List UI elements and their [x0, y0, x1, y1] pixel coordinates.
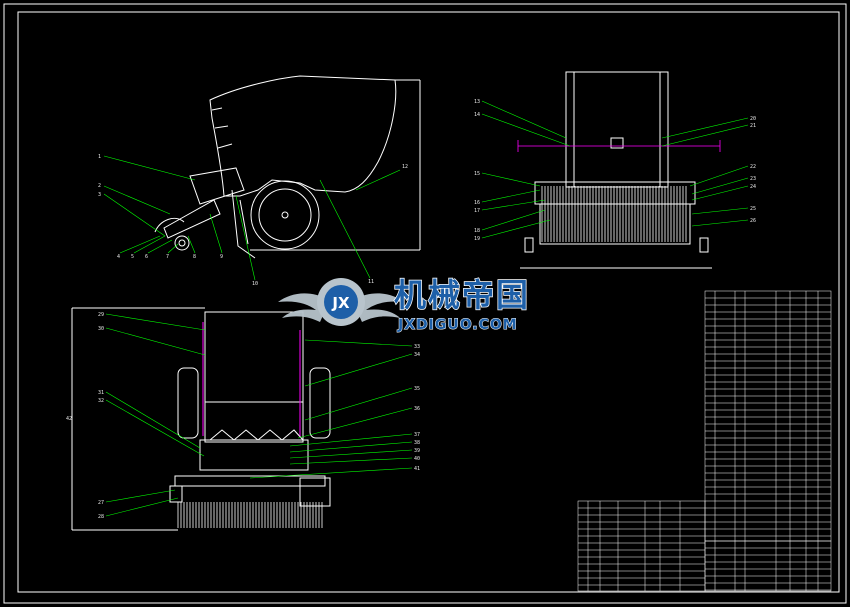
callout-36: 36: [414, 406, 420, 412]
callout-15: 15: [474, 171, 480, 177]
callout-32: 32: [98, 398, 104, 404]
rear-view-callouts: 13 14 15 16 17 18 19 20 21 22 23 24 25 2…: [474, 99, 756, 242]
callout-1: 1: [98, 154, 101, 160]
callout-3: 3: [98, 192, 101, 198]
gear-icon: JX: [317, 278, 365, 326]
callout-34: 34: [414, 352, 420, 358]
callout-27: 27: [98, 500, 104, 506]
top-view-callouts: 27 28 29 30 31 32 33 34 35 36 37 38 39 4…: [66, 312, 420, 520]
callout-42: 42: [66, 416, 72, 422]
callout-26: 26: [750, 218, 756, 224]
callout-11: 11: [368, 279, 374, 285]
rear-view-dimension: [517, 140, 721, 152]
callout-30: 30: [98, 326, 104, 332]
callout-2: 2: [98, 183, 101, 189]
callout-7: 7: [166, 254, 169, 260]
rear-view-tines: [541, 186, 687, 242]
watermark-logo: JX 机械帝国 JXDIGUO.COM: [278, 275, 530, 334]
callout-25: 25: [750, 206, 756, 212]
callout-16: 16: [474, 200, 480, 206]
top-view-tines: [177, 502, 323, 528]
top-view-magenta: [202, 322, 301, 436]
callout-31: 31: [98, 390, 104, 396]
callout-38: 38: [414, 440, 420, 446]
callout-28: 28: [98, 514, 104, 520]
callout-33: 33: [414, 344, 420, 350]
callout-12: 12: [402, 164, 408, 170]
title-block: [577, 500, 706, 592]
callout-39: 39: [414, 448, 420, 454]
callout-6: 6: [145, 254, 148, 260]
callout-35: 35: [414, 386, 420, 392]
callout-20: 20: [750, 116, 756, 122]
top-view-leaders: [105, 313, 413, 517]
callout-37: 37: [414, 432, 420, 438]
callout-23: 23: [750, 176, 756, 182]
callout-24: 24: [750, 184, 756, 190]
callout-10: 10: [252, 281, 258, 287]
side-view-callouts: 1 2 3 4 5 6 7 8 9 10 11 12: [98, 154, 408, 287]
callout-13: 13: [474, 99, 480, 105]
top-view: [71, 307, 331, 531]
callout-14: 14: [474, 112, 480, 118]
callout-8: 8: [193, 254, 196, 260]
side-view: [154, 75, 421, 259]
callout-41: 41: [414, 466, 420, 472]
rear-view-leaders: [481, 100, 749, 239]
watermark-text-cn: 机械帝国: [394, 276, 530, 314]
logo-badge-text: JX: [331, 294, 350, 312]
callout-40: 40: [414, 456, 420, 462]
callout-21: 21: [750, 123, 756, 129]
callout-19: 19: [474, 236, 480, 242]
callout-5: 5: [131, 254, 134, 260]
rear-view: [520, 71, 712, 269]
side-view-leaders: [103, 155, 401, 281]
callout-9: 9: [220, 254, 223, 260]
callout-4: 4: [117, 254, 120, 260]
callout-17: 17: [474, 208, 480, 214]
callout-29: 29: [98, 312, 104, 318]
watermark-text-en: JXDIGUO.COM: [397, 317, 518, 333]
wing-icon: [278, 293, 404, 322]
callout-18: 18: [474, 228, 480, 234]
parts-list-table: [704, 290, 832, 592]
callout-22: 22: [750, 164, 756, 170]
drawing-frame: [3, 3, 847, 604]
